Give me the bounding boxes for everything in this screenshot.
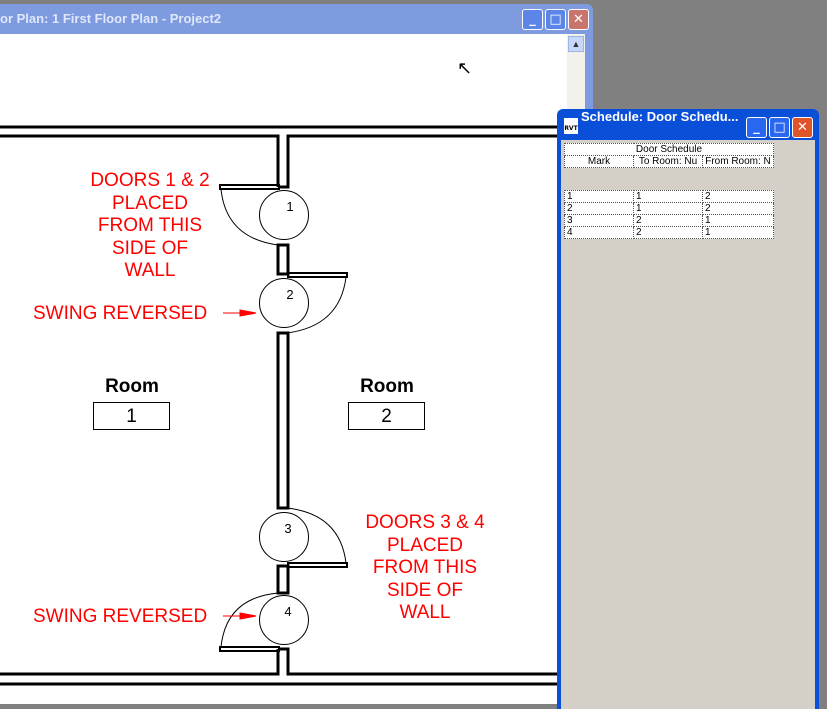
annotation-line: WALL (399, 602, 451, 623)
arrow-head (239, 612, 257, 620)
bottom-wall-inner (0, 649, 280, 676)
wall-segment (276, 243, 290, 276)
column-header-to-room[interactable]: To Room: Nu (633, 155, 703, 168)
cell[interactable]: 2 (702, 202, 774, 215)
schedule-header-table: Door Schedule Mark To Room: Nu From Room… (564, 143, 774, 168)
annotation-line: SIDE OF (386, 579, 463, 601)
door-3-swing (286, 507, 347, 564)
schedule-title: Schedule: Door Schedu... (581, 109, 739, 124)
room-2-number[interactable]: 2 (348, 402, 425, 430)
door-1-leaf (219, 184, 280, 190)
cell[interactable]: 1 (564, 190, 634, 203)
door-tag-3[interactable]: 3 (284, 521, 292, 536)
cell[interactable]: 1 (702, 214, 774, 227)
annotation-line: PLACED (386, 534, 464, 556)
door-3-leaf (287, 562, 348, 568)
annotation-line: DOORS 1 & 2 (90, 170, 210, 191)
minimize-button[interactable]: _ (746, 117, 767, 138)
schedule-table-title: Door Schedule (564, 143, 774, 156)
mouse-cursor-icon: ↖ (457, 58, 473, 78)
swing-reversed-label-bottom: SWING REVERSED (33, 606, 208, 627)
maximize-button[interactable]: □ (769, 117, 790, 138)
doors-3-4-annotation: DOORS 3 & 4 PLACED FROM THIS SIDE OF WAL… (355, 512, 495, 625)
annotation-line: PLACED (111, 192, 189, 214)
floor-plan-title: or Plan: 1 First Floor Plan - Project2 (0, 11, 222, 26)
column-header-mark[interactable]: Mark (564, 155, 634, 168)
minimize-button[interactable]: _ (522, 9, 543, 30)
cell[interactable]: 2 (633, 226, 703, 239)
door-tag-1[interactable]: 1 (286, 199, 294, 214)
door-tag-circle (259, 190, 309, 240)
arrow-head (239, 309, 257, 317)
cell[interactable]: 1 (702, 226, 774, 239)
room-1-name: Room (105, 376, 159, 397)
cell[interactable]: 3 (564, 214, 634, 227)
annotation-line: FROM THIS (372, 557, 478, 578)
wall-segment (276, 331, 290, 510)
floor-plan-window: or Plan: 1 First Floor Plan - Project2 _… (0, 4, 593, 704)
door-tag-circle (259, 595, 309, 645)
room-1-number[interactable]: 1 (93, 402, 170, 430)
doors-1-2-annotation: DOORS 1 & 2 PLACED FROM THIS SIDE OF WAL… (80, 170, 220, 283)
door-1-swing (220, 188, 279, 246)
column-header-from-room[interactable]: From Room: N (702, 155, 774, 168)
maximize-button[interactable]: □ (545, 9, 566, 30)
schedule-body: Door Schedule Mark To Room: Nu From Room… (561, 140, 815, 709)
schedule-window: RVT Schedule: Door Schedu... _ □ ✕ Door … (557, 109, 819, 709)
wall-segment (276, 564, 290, 595)
door-4-leaf (219, 646, 280, 652)
top-wall-inner (0, 134, 280, 187)
cell[interactable]: 2 (702, 190, 774, 203)
cell[interactable]: 2 (633, 214, 703, 227)
close-button[interactable]: ✕ (568, 9, 589, 30)
door-tag-2[interactable]: 2 (286, 287, 294, 302)
door-tag-circle (259, 278, 309, 328)
door-tag-circle (259, 512, 309, 562)
cell[interactable]: 1 (633, 190, 703, 203)
annotation-line: SIDE OF (111, 237, 188, 259)
cell[interactable]: 4 (564, 226, 634, 239)
floor-plan-drawing (0, 125, 567, 686)
bottom-wall-inner-right (278, 647, 567, 676)
scroll-up-arrow-icon[interactable]: ▲ (568, 36, 584, 52)
floor-plan-canvas[interactable] (0, 34, 567, 704)
door-4-swing (220, 592, 279, 648)
cell[interactable]: 1 (633, 202, 703, 215)
door-tag-4[interactable]: 4 (284, 604, 292, 619)
close-button[interactable]: ✕ (792, 117, 813, 138)
door-2-swing (286, 276, 347, 334)
revit-file-icon: RVT (564, 118, 578, 134)
annotation-line: WALL (124, 260, 176, 281)
annotation-line: DOORS 3 & 4 (365, 512, 485, 533)
cell[interactable]: 2 (564, 202, 634, 215)
top-wall-inner-right (278, 134, 567, 189)
annotation-line: FROM THIS (97, 215, 203, 236)
swing-reversed-label-top: SWING REVERSED (33, 303, 208, 324)
door-2-leaf (287, 272, 348, 278)
room-2-name: Room (360, 376, 414, 397)
